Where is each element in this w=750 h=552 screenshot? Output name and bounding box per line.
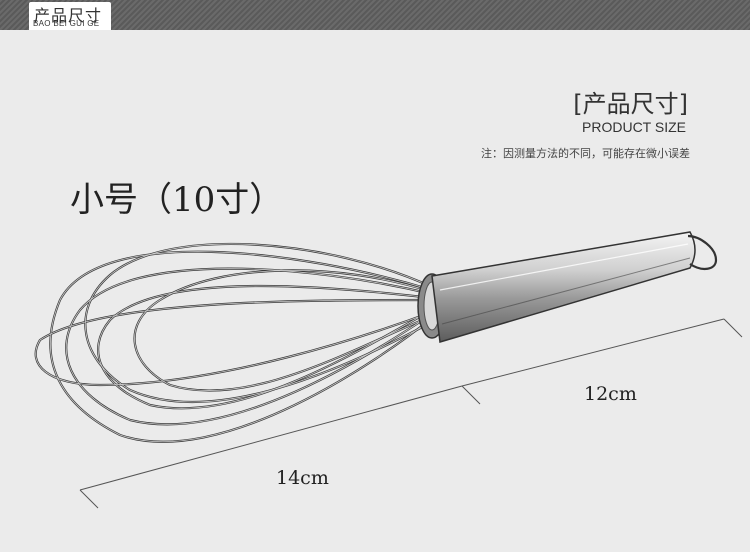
measurement-note: 注：因测量方法的不同，可能存在微小误差 [481,147,690,160]
section-subtitle: PRODUCT SIZE [582,119,686,135]
hanging-loop [687,234,718,270]
whisk-handle [431,231,696,343]
section-title: [产品尺寸] [573,90,688,118]
header-tab: 产品尺寸 BAO BEI GUI GE [29,2,111,30]
header-bar: 产品尺寸 BAO BEI GUI GE [0,0,750,30]
dimension-line-head [79,385,463,509]
header-tab-subtitle: BAO BEI GUI GE [33,19,100,28]
header-tab-title: 产品尺寸 [34,6,103,25]
head-length-label: 14cm [276,467,329,489]
size-label: 小号（10寸） [70,180,284,220]
dimension-line-handle [461,318,743,405]
handle-length-label: 12cm [584,383,637,405]
whisk-icon [34,242,434,443]
